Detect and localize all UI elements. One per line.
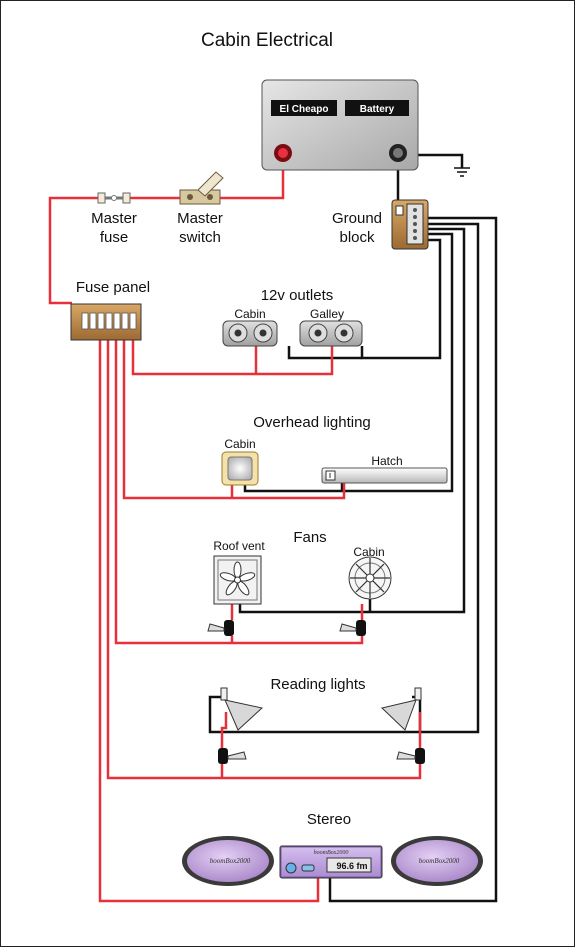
outlets-ground-wire	[360, 238, 442, 360]
socket-icon	[259, 329, 267, 337]
fuse-panel	[70, 303, 142, 341]
reading-lights-heading: Reading lights	[270, 676, 365, 693]
positive-terminal-icon	[278, 148, 288, 158]
stereo-display	[326, 857, 372, 873]
light-icon	[227, 456, 253, 481]
toggle-switch-icon	[396, 751, 416, 760]
fuse-slot-3	[97, 312, 105, 330]
toggle-switch-icon	[339, 623, 357, 632]
master-switch[interactable]	[179, 171, 224, 205]
lamp-icon	[224, 699, 264, 731]
fans-ground-wire	[238, 227, 466, 614]
socket-icon	[340, 329, 348, 337]
speaker-brand-label: boomBox2000	[419, 857, 460, 865]
outlets-heading: 12v outlets	[261, 287, 334, 304]
stereo-heading: Stereo	[307, 811, 351, 828]
positive-wires	[48, 155, 422, 903]
fuse-slot-6	[121, 312, 129, 330]
galley-outlet	[299, 320, 363, 347]
cabin-fan-label: Cabin	[353, 545, 384, 559]
socket-icon	[234, 329, 242, 337]
diagram-title: Cabin Electrical	[201, 30, 333, 51]
lamp-icon	[380, 699, 417, 731]
fuse-slot-7	[129, 312, 137, 330]
master-fuse-label-line2: fuse	[100, 229, 128, 246]
roof-vent-fan-label: Roof vent	[213, 539, 265, 553]
master-fuse	[97, 192, 131, 204]
fuse-slot-2	[89, 312, 97, 330]
overhead-feed-wire	[122, 340, 346, 500]
ground-block-label-line2: block	[339, 229, 375, 246]
ground-block-label-line1: Ground	[332, 210, 382, 227]
fuse-panel-label: Fuse panel	[76, 279, 150, 296]
cabin-light-label: Cabin	[224, 437, 255, 451]
overhead-lighting-heading: Overhead lighting	[253, 414, 371, 431]
fans-heading: Fans	[293, 529, 326, 546]
reading-lights-feed-wire	[106, 340, 422, 780]
hatch-overhead-light	[321, 467, 448, 484]
speaker-brand-label: boomBox2000	[210, 857, 251, 865]
battery-type-plate	[345, 100, 409, 116]
reading-light-left-switch[interactable]	[218, 748, 247, 764]
hatch-light-label: Hatch	[371, 454, 402, 468]
stereo-head-unit: boomBox2000 96.6 fm	[279, 845, 383, 879]
toggle-lever-icon	[197, 171, 224, 197]
left-speaker: boomBox2000	[182, 836, 274, 886]
stereo-ground-wire	[328, 216, 498, 903]
toggle-switch-icon	[207, 623, 225, 632]
socket-icon	[314, 329, 322, 337]
reading-light-right-switch[interactable]	[396, 748, 425, 764]
master-fuse-label-line1: Master	[91, 210, 137, 227]
reading-light-right	[380, 687, 422, 731]
cabin-overhead-light	[221, 451, 259, 486]
battery-brand-label: El Cheapo	[280, 104, 329, 115]
cabin-outlet	[222, 320, 278, 347]
battery-brand-plate	[271, 100, 337, 116]
stereo-feed-wire	[98, 340, 320, 903]
fuse-slot-1	[81, 312, 89, 330]
main-feed-wire	[48, 196, 98, 305]
stereo-frequency-display: 96.6 fm	[336, 861, 367, 871]
cabin-outlet-label: Cabin	[234, 307, 265, 321]
volume-knob-icon[interactable]	[285, 862, 297, 874]
outlets-feed-wire	[131, 323, 334, 376]
galley-outlet-label: Galley	[310, 307, 344, 321]
battery-type-label: Battery	[360, 104, 395, 115]
fan-blades-icon	[219, 561, 256, 596]
reading-lights-ground-wire	[208, 222, 480, 734]
ground-wires	[208, 153, 498, 903]
fans-feed-wire	[114, 340, 364, 645]
right-speaker: boomBox2000	[391, 836, 483, 886]
battery: El Cheapo Battery	[261, 79, 419, 171]
master-switch-label-line1: Master	[177, 210, 223, 227]
fuse-slot-5	[113, 312, 121, 330]
toggle-switch-icon	[227, 751, 247, 760]
negative-terminal-icon	[393, 148, 403, 158]
reading-light-left	[220, 687, 264, 731]
cabin-fan	[348, 556, 392, 600]
overhead-lighting-ground-wire	[243, 232, 454, 493]
fuse-slot-4	[105, 312, 113, 330]
cabin-fan-switch[interactable]	[339, 620, 366, 636]
roof-vent-fan-switch[interactable]	[207, 620, 234, 636]
master-switch-label-line2: switch	[179, 229, 221, 246]
roof-vent-fan	[213, 555, 262, 605]
stereo-brand-label: boomBox2000	[314, 850, 349, 856]
fuse-icon	[111, 195, 117, 201]
ground-block	[391, 199, 429, 250]
stereo-button[interactable]	[301, 864, 315, 872]
earth-ground-icon	[454, 167, 470, 177]
